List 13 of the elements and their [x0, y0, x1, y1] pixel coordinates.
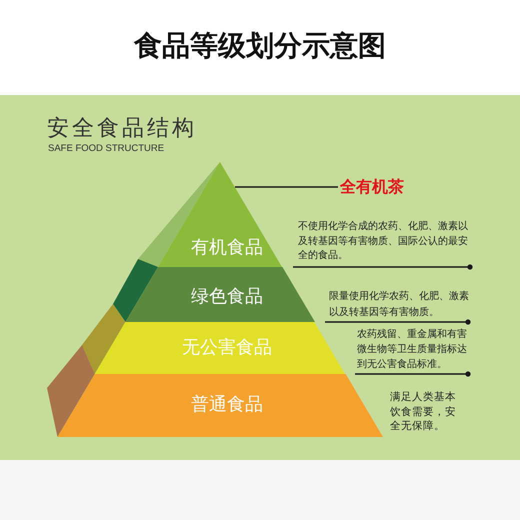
layer-label: 有机食品 [191, 237, 263, 259]
description-text: 满足人类基本饮食需要，安全无保障。 [390, 390, 457, 434]
layer-label: 普通食品 [191, 394, 263, 416]
leader-line [235, 186, 338, 188]
section-heading: 安全食品结构 [47, 115, 197, 143]
description-text: 不使用化学合成的农药、化肥、激素以及转基因等有害物质、国际公认的最安全的食品。 [298, 220, 469, 263]
page-title: 食品等级划分示意图 [134, 29, 386, 62]
layer-label: 无公害食品 [182, 337, 272, 359]
callout-text: 全有机茶 [340, 177, 404, 197]
section-subheading: SAFE FOOD STRUCTURE [48, 143, 164, 155]
description-text: 限量使用化学农药、化肥、激素以及转基因等有害物质。 [329, 290, 470, 320]
description-text: 农药残留、重金属和有害微生物等卫生质量指标达到无公害食品标准。 [357, 328, 468, 372]
layer-label: 绿色食品 [191, 286, 263, 308]
